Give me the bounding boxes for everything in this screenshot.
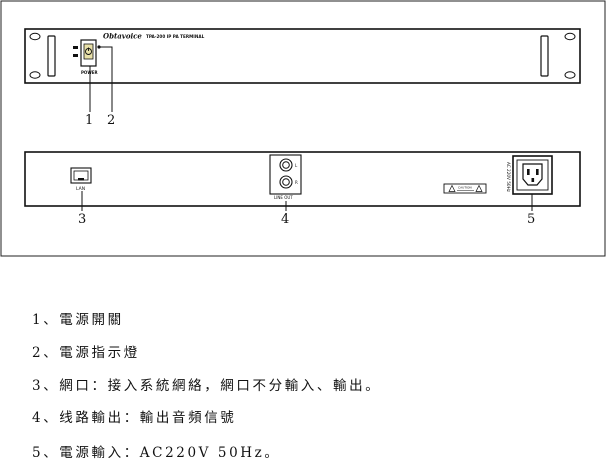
ac-pin-icon: [527, 169, 530, 175]
lan-label: LAN: [76, 186, 85, 192]
panel-diagram: Obtavoice TPA-200 IP PA TERMINAL POWER 1…: [0, 0, 606, 257]
ac-pin-icon: [531, 178, 535, 182]
power-switch-rocker: [83, 43, 94, 60]
brand-logo: Obtavoice: [103, 32, 142, 41]
ac-pin-icon: [536, 169, 539, 175]
legend-item-power-indicator: 2、電源指示燈: [32, 345, 140, 361]
warning-triangle-icon: [475, 184, 483, 192]
rack-hole-icon: [564, 71, 576, 79]
legend-item-power-switch: 1、電源開關: [32, 312, 124, 328]
callout-number-1: 1: [85, 113, 93, 128]
rack-handle-right: [540, 35, 549, 77]
front-panel-body: [24, 28, 581, 84]
line-out-jack-l-core: [282, 161, 290, 169]
ac-inlet-inner: [516, 159, 549, 191]
legend-item-line-out: 4、线路輸出：輸出音頻信號: [32, 410, 237, 426]
model-label: TPA-200 IP PA TERMINAL: [146, 34, 205, 39]
line-out-label: LINE OUT: [274, 195, 293, 200]
rack-hole-icon: [29, 71, 41, 79]
power-indicator-led: [97, 45, 101, 49]
rear-panel-body: [24, 151, 581, 207]
rack-hole-icon: [564, 32, 576, 41]
jack-r-label: R: [295, 180, 298, 185]
legend-item-power-input: 5、電源輸入：AC220V 50Hz。: [32, 445, 281, 461]
callout-line-2: [100, 46, 113, 112]
ac-rating-label: AC 220V 50Hz: [506, 162, 511, 193]
line-out-jack-r-core: [282, 178, 290, 186]
diagram-frame: [0, 0, 606, 257]
front-panel: Obtavoice TPA-200 IP PA TERMINAL POWER 1…: [24, 28, 581, 128]
lan-port-tab: [78, 178, 84, 181]
caution-label-plate: [443, 183, 487, 194]
line-out-jack-l[interactable]: [279, 158, 293, 172]
indicator-mark: [73, 54, 78, 57]
indicator-mark: [73, 46, 78, 49]
callout-number-2: 2: [107, 113, 115, 128]
lan-port[interactable]: [70, 167, 92, 184]
callout-number-4: 4: [281, 212, 289, 227]
warning-triangle-icon: [448, 184, 456, 192]
line-out-jack-r[interactable]: [279, 175, 293, 189]
rack-hole-icon: [29, 32, 41, 41]
rear-panel: LAN 3 L R LINE OUT 4 CAUTION AC 220V 50H…: [24, 151, 581, 227]
jack-l-label: L: [295, 163, 298, 168]
callout-number-5: 5: [527, 212, 535, 227]
legend-item-network-port: 3、網口：接入系統網絡，網口不分輸入、輸出。: [32, 378, 382, 394]
caution-text: CAUTION: [458, 186, 472, 190]
rack-handle-left: [47, 35, 56, 77]
callout-number-3: 3: [78, 212, 86, 227]
ac-inlet[interactable]: [512, 155, 553, 195]
power-label: POWER: [81, 70, 98, 75]
